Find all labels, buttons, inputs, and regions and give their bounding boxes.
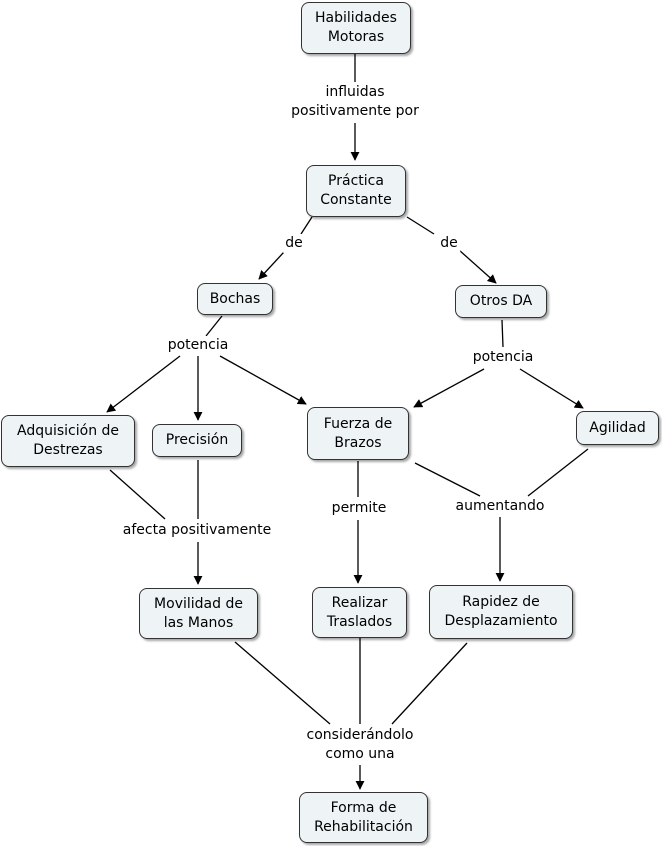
edge-adquisicion-afecta [109, 469, 166, 520]
edge-rapidez-considerandolo [391, 642, 468, 725]
edge-movilidad-considerandolo [234, 641, 331, 725]
node-rapidez-desplazamiento[interactable]: Rapidez de Desplazamiento [429, 585, 573, 639]
node-practica-constante[interactable]: Práctica Constante [306, 165, 406, 217]
link-label-afecta: afecta positivamente [120, 521, 274, 540]
edge-practica-de-right [406, 216, 435, 235]
node-precision[interactable]: Precisión [152, 424, 242, 457]
link-label-de-right: de [438, 234, 460, 253]
link-label-potencia-right: potencia [470, 348, 536, 367]
node-fuerza-brazos[interactable]: Fuerza de Brazos [307, 407, 409, 460]
node-movilidad-manos[interactable]: Movilidad de las Manos [139, 588, 258, 639]
node-agilidad[interactable]: Agilidad [576, 411, 659, 445]
link-label-influidas: influidas positivamente por [289, 83, 421, 121]
edge-potencia-right-fuerza [413, 368, 485, 408]
edge-fuerza-aumentando [414, 462, 481, 497]
edge-potencia-adquisicion [106, 355, 181, 413]
link-label-aumentando: aumentando [453, 497, 547, 516]
link-label-permite: permite [329, 499, 389, 518]
node-bochas[interactable]: Bochas [197, 283, 273, 315]
edge-practica-de-left [300, 216, 313, 235]
node-forma-rehabilitacion[interactable]: Forma de Rehabilitación [299, 792, 428, 843]
edge-bochas-potencia [205, 315, 223, 337]
edge-de-left-bochas [258, 251, 285, 280]
node-realizar-traslados[interactable]: Realizar Traslados [312, 587, 407, 638]
edge-agilidad-aumentando [527, 448, 589, 497]
edge-otros-potencia [501, 319, 504, 348]
edge-de-right-otros [458, 249, 497, 284]
node-habilidades-motoras[interactable]: Habilidades Motoras [301, 2, 411, 54]
link-label-de-left: de [283, 234, 305, 253]
node-adquisicion-destrezas[interactable]: Adquisición de Destrezas [1, 415, 135, 467]
link-label-potencia-left: potencia [165, 336, 231, 355]
link-label-considerandolo: considerándolo como una [304, 726, 416, 764]
edge-potencia-right-agilidad [519, 368, 584, 409]
edge-potencia-fuerza [219, 355, 307, 405]
node-otros-da[interactable]: Otros DA [455, 285, 547, 318]
